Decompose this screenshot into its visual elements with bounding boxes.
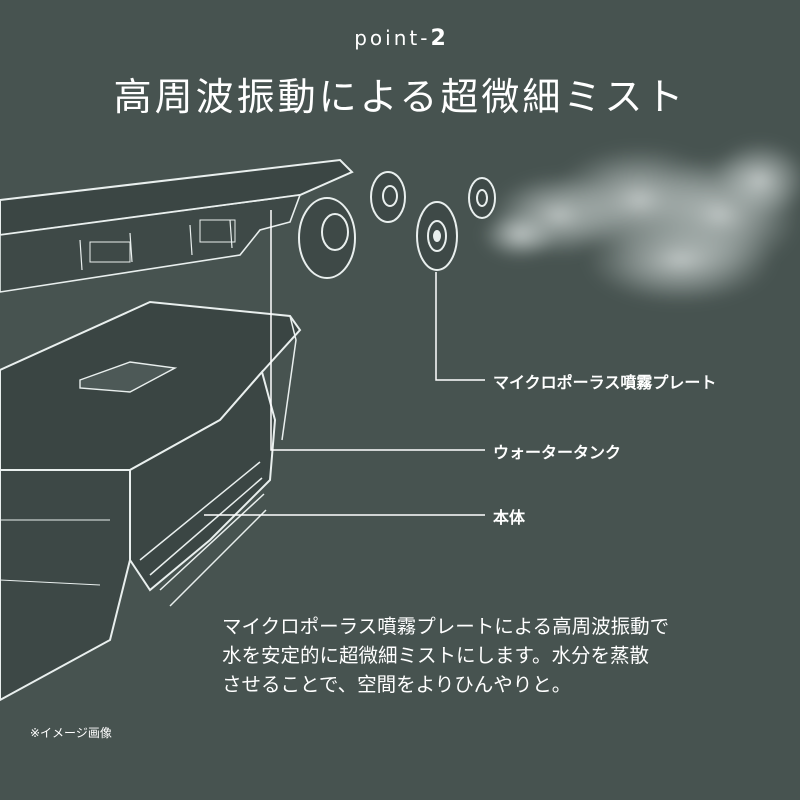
description-line-1: マイクロポーラス噴霧プレートによる高周波振動で [222, 615, 670, 638]
ring-component-4 [468, 177, 496, 219]
callout-lines [204, 210, 485, 516]
ring-component-2 [370, 171, 406, 223]
description-text: マイクロポーラス噴霧プレートによる高周波振動で 水を安定的に超微細ミストにします… [222, 612, 782, 699]
page-title: 高周波振動による超微細ミスト [113, 75, 687, 119]
micro-porous-plate [416, 201, 458, 271]
callout-plate-label: マイクロポーラス噴霧プレート [493, 373, 717, 392]
callout-tank-label: ウォータータンク [493, 443, 622, 462]
lid-part [0, 158, 354, 293]
description-line-3: させることで、空間をよりひんやりと。 [222, 673, 572, 696]
point-prefix: point- [354, 26, 431, 50]
ring-component-1 [298, 197, 356, 279]
callout-body-label: 本体 [493, 508, 526, 527]
description-line-2: 水を安定的に超微細ミストにします。水分を蒸散 [222, 644, 650, 667]
main-body-part [0, 300, 302, 702]
point-number: 2 [430, 26, 446, 51]
point-label: point-2 [0, 26, 800, 51]
mist-cloud [480, 140, 800, 305]
image-note: ※イメージ画像 [30, 726, 112, 740]
